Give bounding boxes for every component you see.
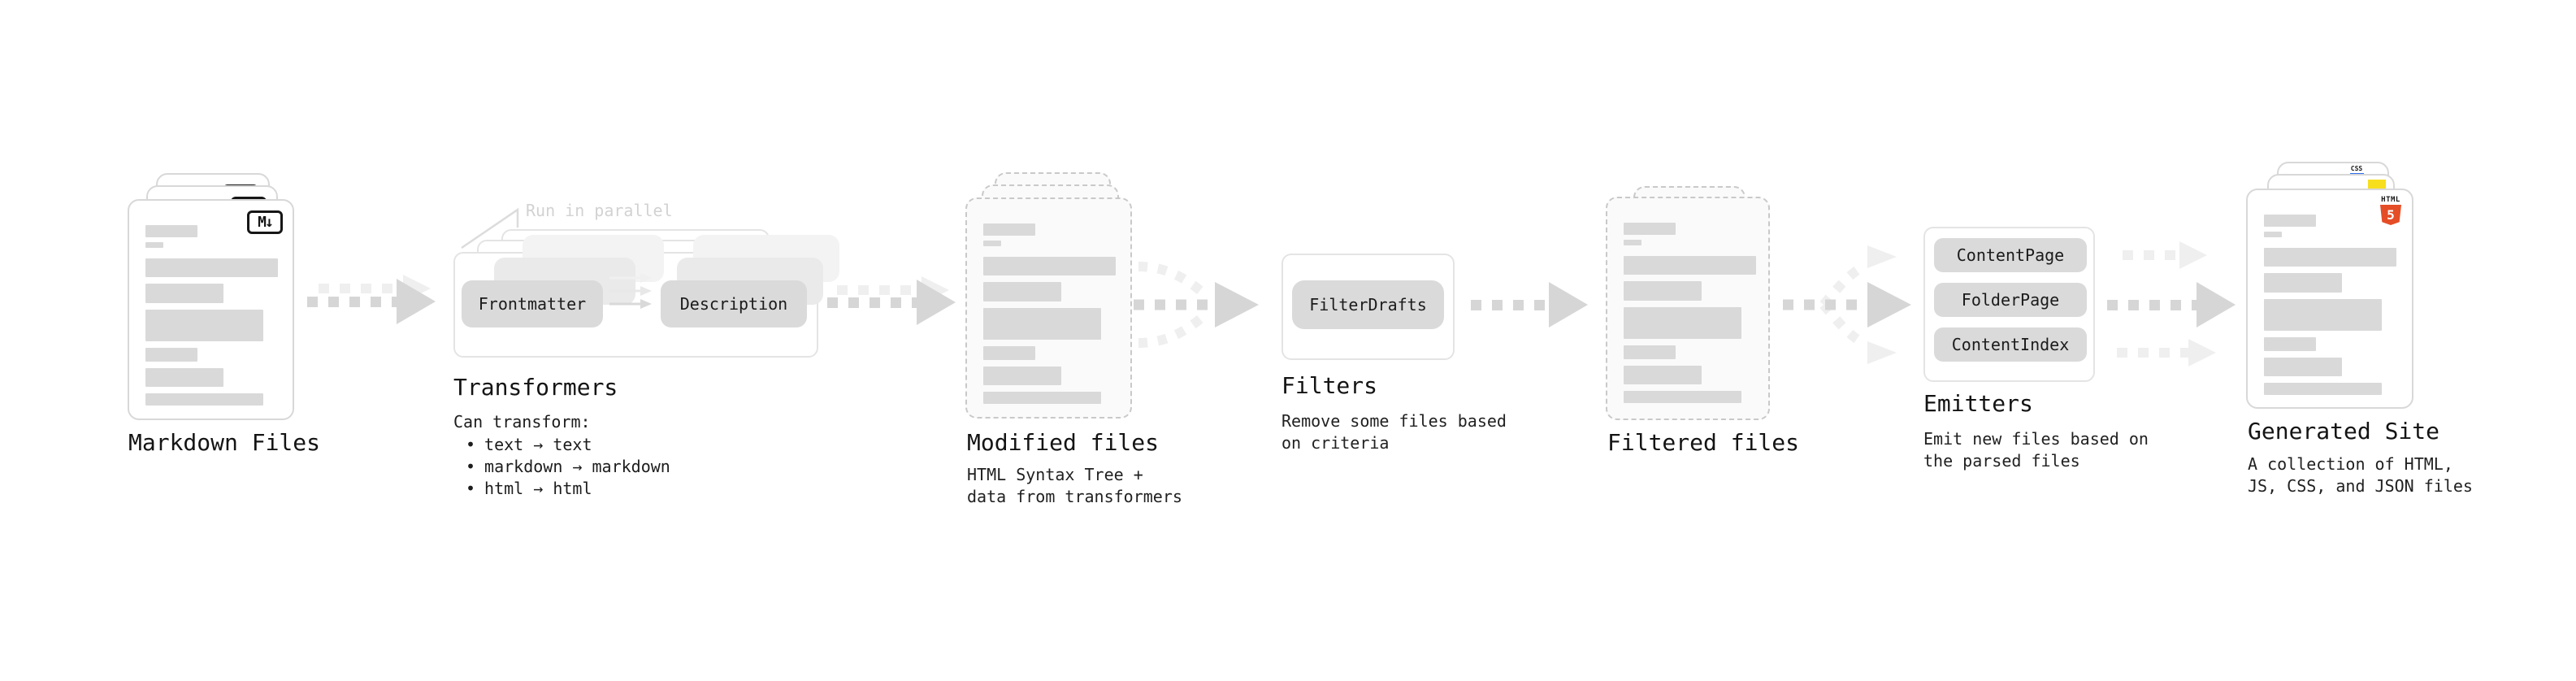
doc-text-bars xyxy=(145,225,278,406)
javascript-icon xyxy=(2368,180,2386,189)
transformer-bullet: html → html xyxy=(453,479,592,498)
text-line-bar xyxy=(2264,215,2316,227)
markdown-file-card-front: M↓ xyxy=(128,199,294,420)
flow-arrow-transformers-to-modified xyxy=(827,280,956,325)
text-line-bar xyxy=(1624,345,1676,359)
text-line-bar xyxy=(1624,366,1702,384)
markdown-files-label: Markdown Files xyxy=(128,429,321,456)
flow-arrow-emitters-top xyxy=(2123,241,2207,269)
generated-site-label: Generated Site xyxy=(2248,418,2440,445)
flow-arrow-merge-into-filters xyxy=(1134,262,1259,348)
contentpage-pill: ContentPage xyxy=(1934,238,2087,272)
generated-site-description-line2: JS, CSS, and JSON files xyxy=(2248,476,2473,496)
text-line-bar xyxy=(145,284,223,303)
text-line-bar xyxy=(145,393,263,406)
contentindex-pill: ContentIndex xyxy=(1934,327,2087,362)
html5-icon: HTML 5 xyxy=(2379,196,2403,225)
text-line-bar xyxy=(145,242,163,248)
text-line-bar xyxy=(2264,232,2282,237)
css-icon-text: CSS xyxy=(2350,165,2363,172)
html5-icon-number: 5 xyxy=(2387,207,2395,223)
text-line-bar xyxy=(145,258,278,277)
frontmatter-pill: Frontmatter xyxy=(462,280,603,327)
text-line-bar xyxy=(983,346,1035,360)
transformers-title: Transformers xyxy=(453,374,618,401)
filters-description-line1: Remove some files based xyxy=(1281,411,1507,431)
modified-files-description-line2: data from transformers xyxy=(967,487,1182,506)
doc-text-bars xyxy=(1624,223,1756,403)
modified-file-card-front xyxy=(965,197,1132,419)
html5-icon-shield: 5 xyxy=(2380,205,2401,225)
run-in-parallel-annotation: Run in parallel xyxy=(526,201,673,220)
text-line-bar xyxy=(145,368,223,387)
text-line-bar xyxy=(1624,223,1676,235)
text-line-bar xyxy=(983,257,1116,275)
bullet-text: text → text xyxy=(484,435,592,454)
generated-site-card-front: HTML 5 xyxy=(2246,189,2413,409)
text-line-bar xyxy=(2264,273,2342,293)
generated-site-description-line1: A collection of HTML, xyxy=(2248,454,2453,474)
text-line-bar xyxy=(2264,358,2342,376)
text-line-bar xyxy=(983,367,1061,385)
text-line-bar xyxy=(983,308,1101,340)
filters-description-line2: on criteria xyxy=(1281,433,1390,453)
html5-icon-text: HTML xyxy=(2381,196,2400,204)
description-pill: Description xyxy=(661,280,807,327)
filterdrafts-pill: FilterDrafts xyxy=(1292,280,1444,329)
bullet-text: markdown → markdown xyxy=(484,457,670,476)
text-line-bar xyxy=(2264,383,2382,395)
text-line-bar xyxy=(983,392,1101,404)
filters-title: Filters xyxy=(1281,372,1378,399)
text-line-bar xyxy=(145,225,197,237)
doc-text-bars xyxy=(983,223,1116,404)
emitters-description-line2: the parsed files xyxy=(1923,451,2080,471)
flow-arrow-emitters-bottom xyxy=(2117,339,2216,367)
flow-arrow-markdown-to-transformers xyxy=(307,279,436,324)
flow-arrow-filters-to-filtered xyxy=(1471,282,1588,327)
text-line-bar xyxy=(2264,248,2396,267)
text-line-bar xyxy=(1624,307,1741,339)
text-line-bar xyxy=(2264,299,2382,331)
transformer-bullet: text → text xyxy=(453,435,592,454)
text-line-bar xyxy=(2264,337,2316,351)
text-line-bar xyxy=(1624,391,1741,403)
text-line-bar xyxy=(983,223,1035,236)
transformer-bullet: markdown → markdown xyxy=(453,457,670,476)
text-line-bar xyxy=(983,241,1001,246)
emitters-description-line1: Emit new files based on xyxy=(1923,429,2149,449)
markdown-icon: M↓ xyxy=(247,210,283,234)
text-line-bar xyxy=(145,348,197,362)
flow-arrow-emitters-middle xyxy=(2107,282,2236,327)
text-line-bar xyxy=(1624,240,1641,245)
annotation-leader-line xyxy=(461,207,519,249)
flow-arrow-fanout-to-emitters xyxy=(1783,245,1911,364)
text-line-bar xyxy=(145,310,263,341)
filtered-files-label: Filtered files xyxy=(1607,429,1800,456)
modified-files-label: Modified files xyxy=(967,429,1160,456)
emitters-title: Emitters xyxy=(1923,390,2033,417)
text-line-bar xyxy=(1624,281,1702,301)
bullet-text: html → html xyxy=(484,479,592,498)
doc-text-bars xyxy=(2264,215,2396,395)
filtered-file-card-front xyxy=(1606,197,1770,420)
transformers-intro: Can transform: xyxy=(453,412,591,432)
modified-files-description-line1: HTML Syntax Tree + xyxy=(967,465,1143,484)
folderpage-pill: FolderPage xyxy=(1934,283,2087,317)
text-line-bar xyxy=(1624,256,1756,275)
text-line-bar xyxy=(983,282,1061,301)
parallel-mini-arrows xyxy=(609,273,652,309)
